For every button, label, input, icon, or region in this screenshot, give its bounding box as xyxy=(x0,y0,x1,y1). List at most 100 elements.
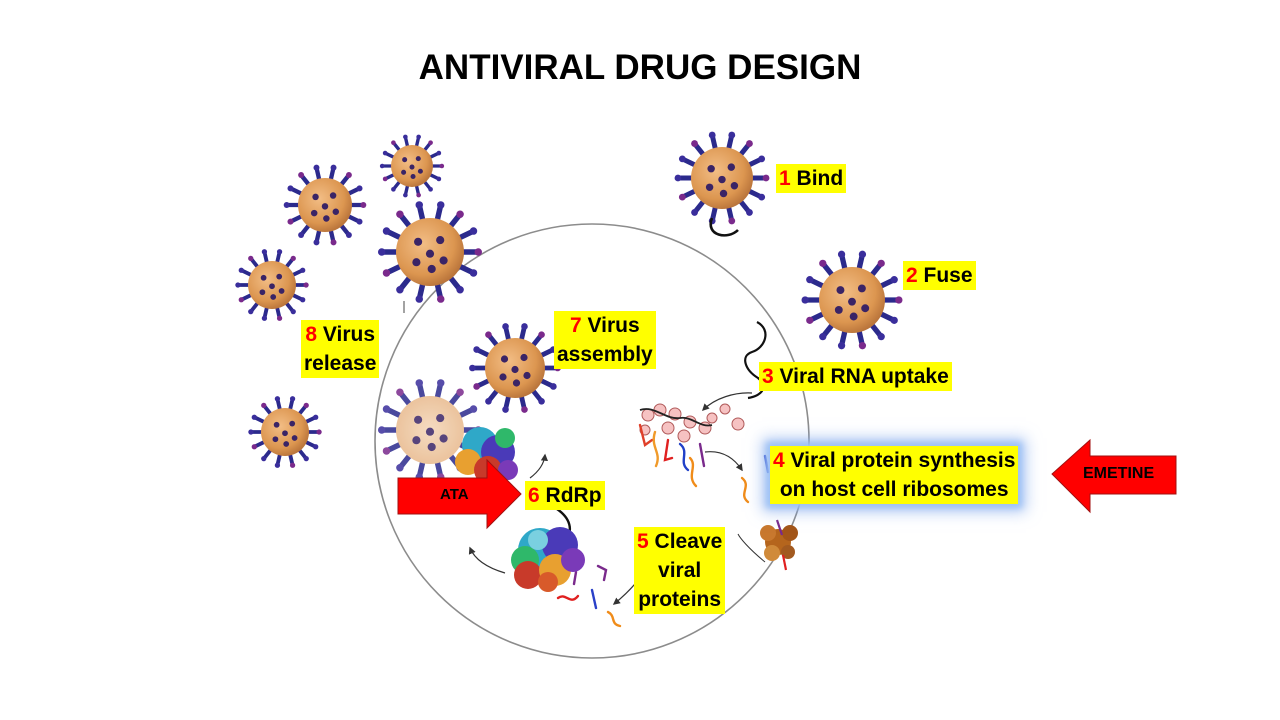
spike-tip xyxy=(538,331,545,338)
virion-released-d xyxy=(248,396,322,468)
surface-protein xyxy=(857,284,866,293)
spike-tip xyxy=(521,323,528,330)
surface-protein xyxy=(523,371,531,380)
spike-tip xyxy=(290,255,296,261)
spike-tip xyxy=(283,202,290,208)
spike-tip xyxy=(502,406,509,413)
step-7-line-2: assembly xyxy=(557,343,653,366)
step-7-line-1: 7 Virus xyxy=(570,314,640,337)
spike-tip xyxy=(728,217,736,225)
ata-arrow xyxy=(397,458,522,530)
surface-protein xyxy=(439,434,448,443)
host-ribosome xyxy=(760,519,798,571)
spike-tip xyxy=(678,155,686,163)
spike-tip xyxy=(313,414,319,420)
assembly-complex xyxy=(455,427,518,484)
spike-tip xyxy=(261,315,268,321)
spike-tip xyxy=(313,164,320,171)
spike-tip xyxy=(298,172,305,178)
nascent-proteins xyxy=(638,423,770,504)
spike-tip xyxy=(287,185,294,192)
step-4-label: 4 Viral protein synthesis on host cell r… xyxy=(770,446,1019,504)
spike-tip xyxy=(300,267,306,273)
spike-tip xyxy=(356,185,363,192)
step-6-label: 6 RdRp xyxy=(525,481,605,510)
emetine-label: EMETINE xyxy=(1083,465,1155,482)
surface-protein xyxy=(401,169,407,175)
spike-tip xyxy=(674,174,682,182)
surface-protein xyxy=(719,189,728,198)
spike-tip xyxy=(382,176,388,182)
spike-tip xyxy=(415,295,423,303)
spike-tip xyxy=(708,131,716,139)
surface-protein xyxy=(439,256,448,265)
surface-protein xyxy=(849,312,858,321)
host-cell-membrane xyxy=(374,223,810,659)
virion-group xyxy=(235,131,903,481)
step-5-line-1: 5 Cleave xyxy=(637,530,723,553)
spike-tip xyxy=(758,155,766,163)
surface-protein xyxy=(291,435,298,441)
spike-tip xyxy=(469,227,478,235)
spike-tip xyxy=(274,462,281,468)
spike-tip xyxy=(473,346,480,353)
spike-tip xyxy=(469,269,478,277)
spike-tip xyxy=(416,134,421,140)
spike-tip xyxy=(235,282,241,288)
surface-protein xyxy=(861,304,870,313)
spike-tip xyxy=(382,150,388,156)
spike-tip xyxy=(415,379,423,387)
spike-tip xyxy=(382,447,391,455)
step-1-number: 1 xyxy=(779,167,791,190)
spike-tip xyxy=(300,297,306,303)
surface-protein xyxy=(269,283,275,290)
spike-tip xyxy=(502,323,509,330)
mrna-through-ribosomes xyxy=(639,408,713,427)
surface-protein xyxy=(417,168,423,174)
spike-tip xyxy=(415,201,423,209)
step-3-label: 3 Viral RNA uptake xyxy=(759,362,952,391)
surface-protein xyxy=(511,365,519,374)
spike-tip xyxy=(801,296,809,304)
surface-protein xyxy=(283,441,290,447)
surface-protein xyxy=(273,421,280,428)
ribosome-cluster xyxy=(639,403,745,443)
arrow-ribosomes-to-protein xyxy=(704,451,743,472)
step-4-number: 4 xyxy=(773,449,785,472)
surface-protein xyxy=(425,427,435,436)
step-8-line-2: release xyxy=(304,352,377,375)
surface-protein xyxy=(705,183,714,192)
spike-tip xyxy=(379,163,385,169)
spike-tip xyxy=(391,140,396,145)
spike-tip xyxy=(251,414,257,420)
spike-tip xyxy=(858,250,867,258)
spike-tip xyxy=(276,249,283,255)
step-7-label: 7 Virus assembly xyxy=(554,311,656,369)
surface-protein xyxy=(727,163,736,171)
spike-tip xyxy=(382,405,391,413)
spike-tip xyxy=(377,426,386,434)
surface-protein xyxy=(276,273,283,280)
spike-tip xyxy=(261,456,267,462)
surface-protein xyxy=(425,249,435,258)
spike-tip xyxy=(360,202,367,208)
surface-protein xyxy=(414,415,423,424)
spike-tip xyxy=(396,210,404,218)
surface-protein xyxy=(409,164,415,170)
spike-tip xyxy=(550,383,557,390)
spike-tip xyxy=(330,239,337,246)
surface-protein xyxy=(436,236,445,245)
spike-tip xyxy=(251,444,257,450)
spike-tip xyxy=(382,269,391,277)
emetine-arrow xyxy=(1051,438,1177,514)
surface-protein xyxy=(412,258,421,267)
virion-binding xyxy=(674,131,770,225)
spike-tip xyxy=(303,282,309,288)
spike-tip xyxy=(330,164,337,171)
step-1-text: Bind xyxy=(796,167,844,190)
spike-tip xyxy=(437,379,445,387)
spike-tip xyxy=(456,286,464,294)
spike-tip xyxy=(290,309,296,315)
surface-protein xyxy=(707,164,715,173)
